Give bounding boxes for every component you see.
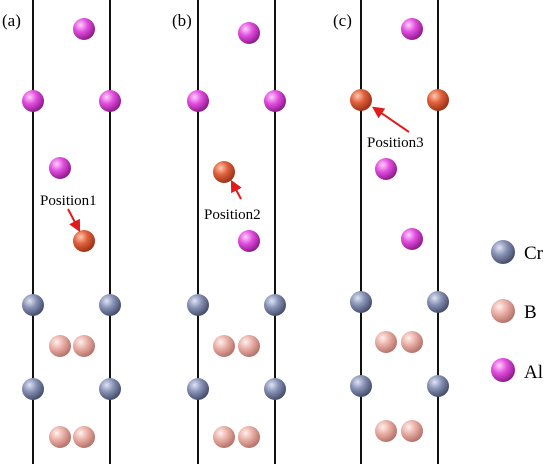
- cr-atom: [22, 378, 44, 400]
- position-arrow: [372, 106, 410, 133]
- cr-atom: [22, 294, 44, 316]
- legend: Cr B Al: [491, 240, 544, 383]
- position-arrow: [230, 179, 242, 200]
- cr-atom: [350, 291, 372, 313]
- al-atom: [49, 157, 71, 179]
- legend-item-al: Al: [491, 358, 543, 383]
- cr-atom: [99, 378, 121, 400]
- substitute-atom: [427, 89, 449, 111]
- legend-item-b: B: [491, 299, 537, 323]
- substitute-atom: [213, 161, 235, 183]
- panel-c: (c) Position3: [333, 0, 449, 464]
- al-atom: [187, 90, 209, 112]
- b-atom: [49, 426, 71, 448]
- b-atom: [238, 335, 260, 357]
- cr-atom: [427, 291, 449, 313]
- b-atom: [213, 335, 235, 357]
- b-atom: [401, 331, 423, 353]
- b-atom: [213, 426, 235, 448]
- al-atom: [73, 18, 95, 40]
- panel-b-label: (b): [172, 11, 192, 30]
- substitute-atom: [73, 230, 95, 252]
- substitute-atom: [350, 89, 372, 111]
- al-atom: [22, 90, 44, 112]
- legend-label: B: [524, 302, 537, 323]
- panel-a: (a) Position1: [2, 0, 121, 464]
- position-label: Position2: [204, 207, 261, 223]
- panel-a-label: (a): [2, 11, 21, 30]
- cr-atom: [187, 294, 209, 316]
- cr-atom: [99, 294, 121, 316]
- b-atom: [73, 426, 95, 448]
- b-atom: [49, 335, 71, 357]
- position-label: Position1: [40, 193, 97, 209]
- al-legend-icon: [491, 358, 515, 382]
- position-label: Position3: [367, 135, 424, 151]
- al-atom: [238, 230, 260, 252]
- legend-label: Cr: [524, 243, 544, 264]
- cr-atom: [187, 378, 209, 400]
- b-legend-icon: [491, 299, 515, 323]
- legend-label: Al: [524, 362, 543, 383]
- al-atom: [401, 228, 423, 250]
- cr-legend-icon: [491, 240, 515, 264]
- b-atom: [73, 335, 95, 357]
- panel-b: (b) Position2: [172, 0, 286, 464]
- al-atom: [264, 90, 286, 112]
- cr-atom: [264, 294, 286, 316]
- b-atom: [238, 426, 260, 448]
- cr-atom: [350, 375, 372, 397]
- al-atom: [99, 90, 121, 112]
- position-arrow: [67, 208, 81, 233]
- al-atom: [238, 22, 260, 44]
- b-atom: [375, 331, 397, 353]
- b-atom: [401, 420, 423, 442]
- cr-atom: [427, 375, 449, 397]
- cr-atom: [264, 378, 286, 400]
- al-atom: [401, 18, 423, 40]
- b-atom: [375, 420, 397, 442]
- panel-c-label: (c): [333, 11, 352, 30]
- legend-item-cr: Cr: [491, 240, 544, 264]
- al-atom: [375, 158, 397, 180]
